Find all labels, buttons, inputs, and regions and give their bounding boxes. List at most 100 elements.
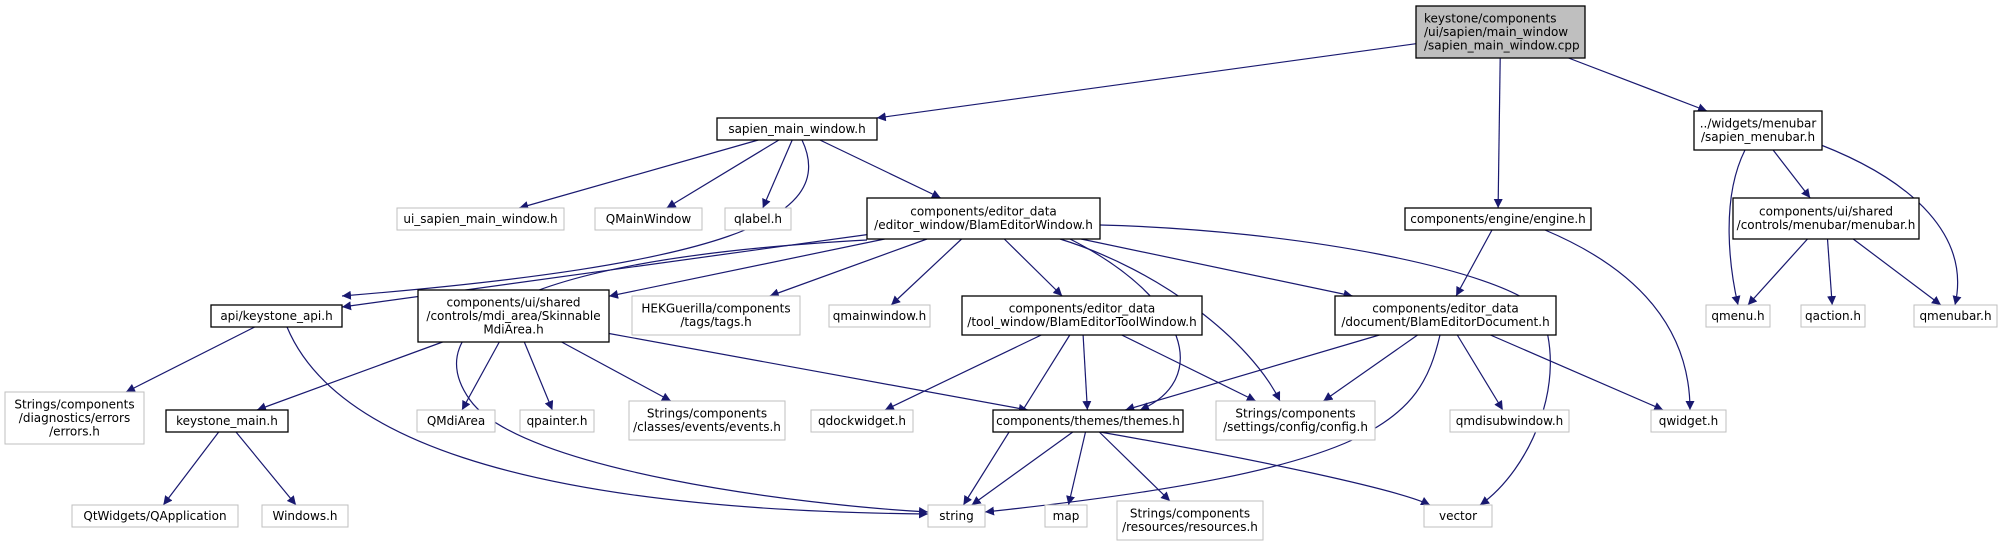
edge-shared_menubar_h-to-qmenubar (1852, 238, 1942, 306)
node-box (594, 207, 703, 231)
edge-bed_h-to-config (1323, 334, 1418, 402)
node-box (724, 207, 792, 231)
node-box (261, 504, 349, 528)
node-label-line: qdockwidget.h (818, 414, 906, 428)
edge-shared_menubar_h-to-qmenu (1747, 238, 1808, 306)
edge-bed_h-to-qwidget (1490, 334, 1664, 411)
node-windows: Windows.h (261, 504, 349, 528)
node-label-line: keystone/components (1424, 11, 1556, 25)
node-themes[interactable]: components/themes/themes.h (992, 409, 1184, 433)
node-label-line: QMainWindow (606, 212, 692, 226)
node-events: Strings/components/classes/events/events… (628, 400, 786, 441)
node-box (165, 409, 289, 433)
node-qmenubar: qmenubar.h (1913, 304, 1998, 328)
node-box (716, 117, 878, 141)
node-box (866, 197, 1101, 240)
node-label-line: Strings/components (1235, 407, 1355, 421)
node-label-line: /editor_window/BlamEditorWindow.h (874, 218, 1093, 232)
node-box (210, 304, 343, 328)
node-label-line: /errors.h (49, 424, 100, 438)
nodes-layer: keystone/components/ui/sapien/main_windo… (4, 5, 1998, 541)
node-label-line: components/editor_data (1372, 302, 1519, 316)
node-label-line: qpainter.h (527, 414, 588, 428)
node-ui_smw_h: ui_sapien_main_window.h (396, 207, 565, 231)
edge-shared_menubar_h-to-qaction (1826, 238, 1837, 306)
edge-themes-to-map (1066, 431, 1087, 506)
edge-bew_h-to-tags (769, 238, 928, 298)
node-label-line: /sapien_menubar.h (1701, 130, 1815, 144)
node-label-line: qmenu.h (1711, 309, 1764, 323)
edge-menubar_h-to-qmenu (1728, 149, 1746, 306)
node-config: Strings/components/settings/config/confi… (1215, 400, 1376, 441)
node-box (628, 400, 786, 441)
node-label-line: vector (1439, 509, 1477, 523)
node-keystone_main[interactable]: keystone_main.h (165, 409, 289, 433)
edge-skinnable-to-events (561, 341, 672, 402)
node-label-line: qmenubar.h (1919, 309, 1991, 323)
node-root[interactable]: keystone/components/ui/sapien/main_windo… (1415, 5, 1586, 59)
node-label-line: /resources/resources.h (1122, 520, 1258, 534)
node-shared_menubar_h[interactable]: components/ui/shared/controls/menubar/me… (1732, 197, 1920, 240)
edge-skinnable-to-qpainter (523, 341, 554, 411)
node-box (396, 207, 565, 231)
node-qdockwidget: qdockwidget.h (810, 409, 914, 433)
edge-skinnable-to-keystone_main (256, 341, 443, 412)
node-map: map (1044, 504, 1088, 528)
node-qmdisubwindow: qmdisubwindow.h (1449, 409, 1570, 433)
edge-menubar_h-to-shared_menubar_h (1772, 149, 1811, 199)
edge-smw_h-to-keystone_api (341, 139, 810, 300)
edge-smw_h-to-ui_smw_h (519, 139, 759, 210)
node-box (417, 289, 610, 343)
node-box (810, 409, 914, 433)
node-box (416, 409, 496, 433)
edge-smw_h-to-bew_h (819, 139, 942, 199)
node-qwidget: qwidget.h (1650, 409, 1727, 433)
node-label-line: qwidget.h (1659, 414, 1719, 428)
node-box (519, 409, 595, 433)
node-smw_h[interactable]: sapien_main_window.h (716, 117, 878, 141)
edge-smw_h-to-qmainwindow_cap (666, 139, 780, 209)
node-bew_h[interactable]: components/editor_data/editor_window/Bla… (866, 197, 1101, 240)
node-box (1449, 409, 1570, 433)
node-label-line: /ui/sapien/main_window (1424, 25, 1568, 39)
edge-betw_h-to-config (1121, 334, 1257, 402)
edge-root-to-menubar_h (1568, 57, 1708, 112)
node-qmainwindow_cap: QMainWindow (594, 207, 703, 231)
edge-keystone_api-to-string (286, 326, 929, 519)
edge-skinnable-to-qmdiarea (461, 341, 500, 411)
node-label-line: map (1053, 509, 1080, 523)
node-label-line: Windows.h (273, 509, 338, 523)
node-label-line: sapien_main_window.h (728, 122, 865, 136)
edge-menubar_h-to-qmenubar (1804, 138, 1962, 306)
node-box (1732, 197, 1920, 240)
edge-keystone_api-to-errors (125, 326, 255, 393)
node-label-line: /controls/menubar/menubar.h (1737, 218, 1916, 232)
node-label-line: components/ui/shared (446, 295, 580, 309)
node-menubar_h[interactable]: ../widgets/menubar/sapien_menubar.h (1693, 110, 1823, 151)
node-keystone_api[interactable]: api/keystone_api.h (210, 304, 343, 328)
node-label-line: qaction.h (1805, 309, 1861, 323)
node-box (1404, 207, 1592, 231)
node-skinnable[interactable]: components/ui/shared/controls/mdi_area/S… (417, 289, 610, 343)
edge-skinnable-to-themes (608, 332, 1028, 413)
node-label-line: components/editor_data (1009, 302, 1156, 316)
node-bed_h[interactable]: components/editor_data/document/BlamEdit… (1334, 295, 1557, 336)
node-label-line: components/editor_data (910, 205, 1057, 219)
node-engine_h[interactable]: components/engine/engine.h (1404, 207, 1592, 231)
node-label-line: string (939, 509, 973, 523)
node-qmenu: qmenu.h (1705, 304, 1771, 328)
node-label-line: MdiArea.h (483, 322, 543, 336)
edge-betw_h-to-qdockwidget (884, 334, 1042, 411)
node-box (828, 304, 931, 328)
edge-smw_h-to-qlabel (762, 139, 793, 209)
edge-themes-to-string (971, 431, 1074, 506)
node-box (1215, 400, 1376, 441)
node-box (992, 409, 1184, 433)
node-label-line: QtWidgets/QApplication (83, 509, 226, 523)
node-qlabel: qlabel.h (724, 207, 792, 231)
node-label-line: Strings/components (14, 397, 134, 411)
node-betw_h[interactable]: components/editor_data/tool_window/BlamE… (961, 295, 1203, 336)
node-label-line: api/keystone_api.h (220, 309, 332, 323)
node-label-line: /classes/events/events.h (633, 420, 781, 434)
